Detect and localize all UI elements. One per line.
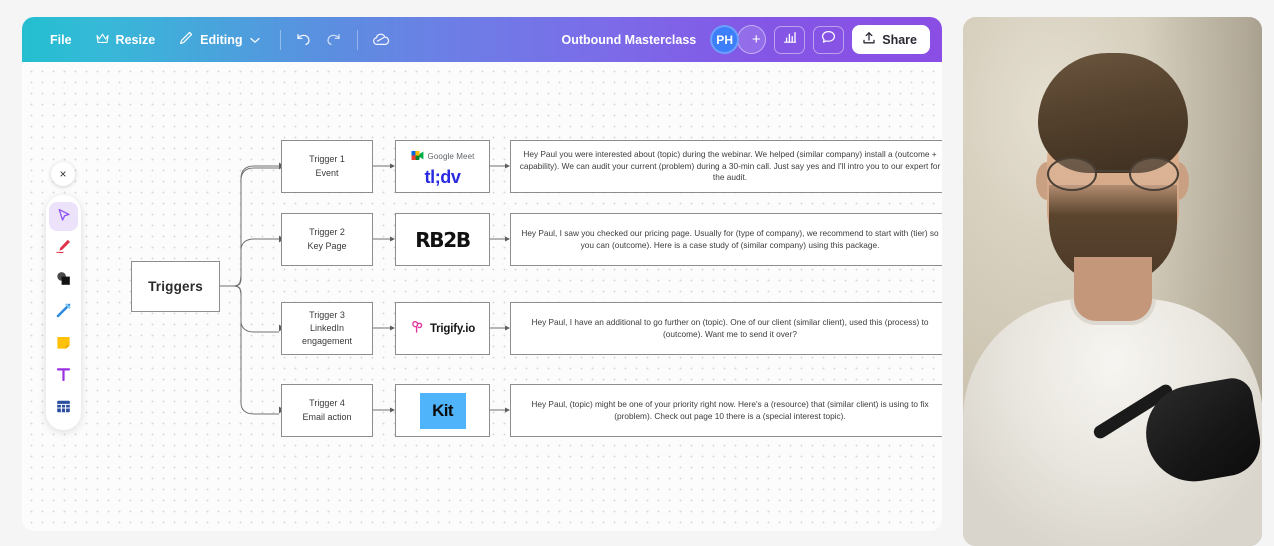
presenter-hair [1037, 53, 1188, 173]
google-meet-row: Google Meet [411, 148, 475, 166]
whiteboard-app: File Resize Editing [22, 17, 942, 531]
message-3-text: Hey Paul, I have an additional to go fur… [531, 316, 929, 339]
select-tool[interactable] [49, 202, 78, 231]
comment-button[interactable] [813, 25, 845, 54]
trigger-node-4[interactable]: Trigger 4 Email action [281, 384, 373, 437]
trigger-3-line1: Trigger 3 [309, 309, 345, 320]
flow-diagram: Triggers Trigger 1 Event [22, 62, 942, 531]
trigify-label: Trigify.io [429, 322, 476, 335]
glasses-lens-right [1128, 157, 1179, 191]
message-1-text: Hey Paul you were interested about (topi… [519, 148, 941, 183]
toolbar-divider-1 [279, 29, 281, 50]
shapes-icon [55, 270, 72, 291]
editing-mode-button[interactable]: Editing [167, 25, 271, 54]
kit-label: Kit [432, 400, 453, 420]
sticky-note-icon [55, 334, 72, 355]
chevron-down-icon [249, 33, 260, 47]
line-icon [55, 302, 72, 323]
trigger-1-line1: Trigger 1 [309, 154, 345, 165]
line-tool[interactable] [49, 298, 78, 327]
diagram-node-root[interactable]: Triggers [131, 261, 220, 312]
editing-label: Editing [200, 32, 243, 47]
trigger-3-line2: LinkedIn [309, 322, 344, 333]
document-title: Outbound Masterclass [561, 32, 697, 47]
marker-pen-icon [55, 238, 72, 259]
logo-node-2[interactable]: RB2B [395, 213, 490, 266]
pen-tool[interactable] [49, 234, 78, 263]
text-tool[interactable] [49, 362, 78, 391]
tool-rail [46, 195, 81, 430]
select-cursor-icon [56, 207, 72, 227]
upload-icon [862, 31, 876, 48]
root-label: Triggers [148, 279, 203, 294]
message-4-text: Hey Paul, (topic) might be one of your p… [531, 398, 929, 421]
table-tool[interactable] [49, 394, 78, 423]
trigger-1-line2: Event [315, 167, 339, 178]
bar-chart-icon [783, 31, 797, 49]
trigify-icon [410, 319, 425, 339]
trigify-logo: Trigify.io [410, 319, 475, 339]
add-collaborator-button[interactable]: + [737, 25, 767, 54]
trigger-4-line1: Trigger 4 [309, 398, 345, 409]
glasses-bridge [1096, 170, 1129, 173]
resize-label: Resize [115, 32, 156, 47]
sticky-note-tool[interactable] [49, 330, 78, 359]
rb2b-logo: RB2B [415, 227, 471, 252]
kit-logo: Kit [419, 392, 466, 429]
gmeet-tldv-logo: Google Meet tl;dv [411, 148, 475, 186]
logo-node-3[interactable]: Trigify.io [395, 302, 490, 355]
message-node-3[interactable]: Hey Paul, I have an additional to go fur… [510, 302, 942, 355]
file-menu-label: File [50, 32, 72, 47]
shapes-tool[interactable] [49, 266, 78, 295]
tldv-label: tl;dv [424, 166, 461, 187]
whiteboard-canvas[interactable]: Triggers Trigger 1 Event [22, 62, 942, 531]
logo-node-4[interactable]: Kit [395, 384, 490, 437]
presenter-glasses [1045, 157, 1181, 191]
presenter-video-feed[interactable] [963, 17, 1262, 546]
trigger-2-line2: Key Page [307, 240, 347, 251]
toolbar-divider-2 [356, 29, 358, 50]
stats-button[interactable] [774, 25, 806, 54]
close-toolbar-button[interactable]: × [51, 162, 75, 186]
app-toolbar: File Resize Editing [22, 17, 942, 62]
message-2-text: Hey Paul, I saw you checked our pricing … [521, 227, 939, 250]
comment-icon [821, 30, 836, 49]
share-button[interactable]: Share [852, 25, 930, 54]
message-node-1[interactable]: Hey Paul you were interested about (topi… [510, 140, 942, 193]
trigger-2-line1: Trigger 2 [309, 227, 345, 238]
trigger-3-line3: engagement [301, 336, 353, 347]
trigger-4-line2: Email action [302, 411, 352, 422]
table-icon [55, 398, 72, 419]
toolbar-right-group: Outbound Masterclass PH + [562, 25, 943, 54]
toolbar-left-group: File Resize Editing [22, 25, 396, 54]
trigger-node-3[interactable]: Trigger 3 LinkedIn engagement [281, 302, 373, 355]
presenter-collar [1069, 299, 1156, 325]
google-meet-icon [411, 148, 424, 166]
text-T-icon [55, 366, 72, 387]
undo-button[interactable] [289, 26, 319, 54]
logo-node-1[interactable]: Google Meet tl;dv [395, 140, 490, 193]
resize-button[interactable]: Resize [84, 27, 168, 53]
message-node-2[interactable]: Hey Paul, I saw you checked our pricing … [510, 213, 942, 266]
trigger-node-1[interactable]: Trigger 1 Event [281, 140, 373, 193]
cloud-sync-button[interactable] [366, 26, 396, 54]
pencil-icon [179, 31, 193, 48]
google-meet-label: Google Meet [427, 152, 475, 161]
crown-icon [95, 33, 109, 47]
glasses-lens-left [1046, 157, 1097, 191]
file-menu-button[interactable]: File [38, 27, 84, 53]
message-node-4[interactable]: Hey Paul, (topic) might be one of your p… [510, 384, 942, 437]
redo-button[interactable] [319, 26, 349, 54]
share-label: Share [882, 32, 917, 47]
avatar[interactable]: PH [710, 25, 740, 54]
trigger-node-2[interactable]: Trigger 2 Key Page [281, 213, 373, 266]
